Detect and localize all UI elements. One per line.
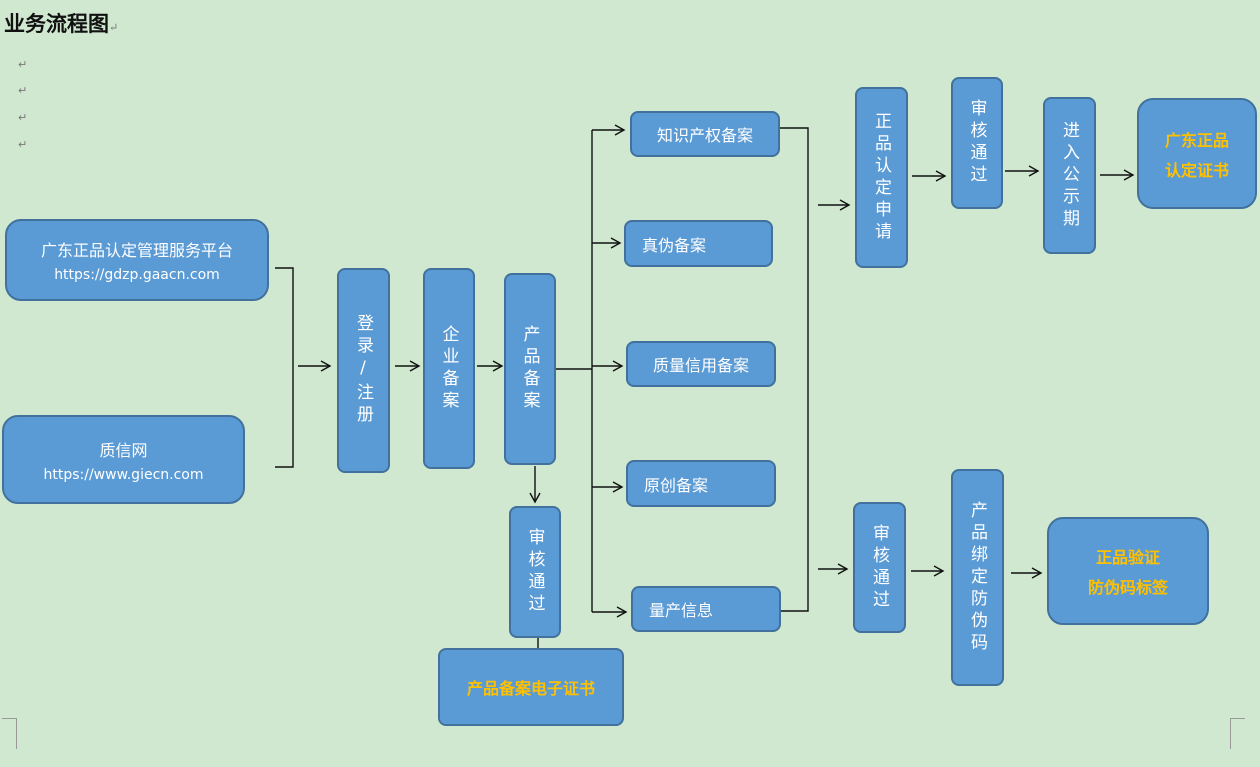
- platform-gdzp-name: 广东正品认定管理服务平台: [40, 241, 233, 260]
- authenticity-filing-box: 真伪备案: [624, 220, 773, 267]
- gd-genuine-certificate-box: 广东正品 认定证书: [1137, 98, 1257, 209]
- ip-filing-box: 知识产权备案: [630, 111, 780, 157]
- product-review-passed-box: 审核通过: [509, 506, 561, 638]
- page-corner-mark: [1230, 718, 1245, 749]
- platform-giecn-url: https://www.giecn.com: [43, 466, 204, 483]
- platform-giecn-box: 质信网 https://www.giecn.com: [2, 415, 245, 504]
- anti-counterfeit-label-box: 正品验证 防伪码标签: [1047, 517, 1209, 625]
- paragraph-mark: ↵: [18, 58, 28, 71]
- product-binding-box: 产品绑定防伪码: [951, 469, 1004, 686]
- paragraph-mark: ↵: [18, 138, 28, 151]
- enterprise-filing-box: 企业备案: [423, 268, 475, 469]
- gd-genuine-certificate-line2: 认定证书: [1164, 160, 1229, 180]
- platform-gdzp-box: 广东正品认定管理服务平台 https://gdzp.gaacn.com: [5, 219, 269, 301]
- platform-giecn-name: 质信网: [99, 440, 148, 460]
- gd-genuine-certificate-line1: 广东正品: [1164, 130, 1229, 150]
- quality-credit-filing-box: 质量信用备案: [626, 341, 776, 387]
- platform-gdzp-url: https://gdzp.gaacn.com: [54, 267, 220, 283]
- label-review-passed-box: 审核通过: [853, 502, 906, 633]
- product-filing-box: 产品备案: [504, 273, 556, 465]
- bracket-platforms: [275, 267, 294, 468]
- bracket-merge: [780, 127, 809, 612]
- genuine-cert-application-box: 正品认定申请: [855, 87, 908, 268]
- anti-counterfeit-label-line2: 防伪码标签: [1087, 578, 1168, 597]
- original-filing-box: 原创备案: [626, 460, 776, 507]
- anti-counterfeit-label-line1: 正品验证: [1095, 548, 1160, 567]
- page-title: 业务流程图↵: [4, 11, 119, 36]
- public-notice-box: 进入公示期: [1043, 97, 1096, 254]
- page-corner-mark: [2, 718, 17, 749]
- paragraph-mark: ↵: [18, 84, 28, 97]
- login-register-box: 登录/注册: [337, 268, 390, 473]
- cert-review-passed-box: 审核通过: [951, 77, 1003, 209]
- mass-production-info-box: 量产信息: [631, 586, 781, 632]
- product-filing-certificate-box: 产品备案电子证书: [438, 648, 624, 726]
- paragraph-mark: ↵: [18, 111, 28, 124]
